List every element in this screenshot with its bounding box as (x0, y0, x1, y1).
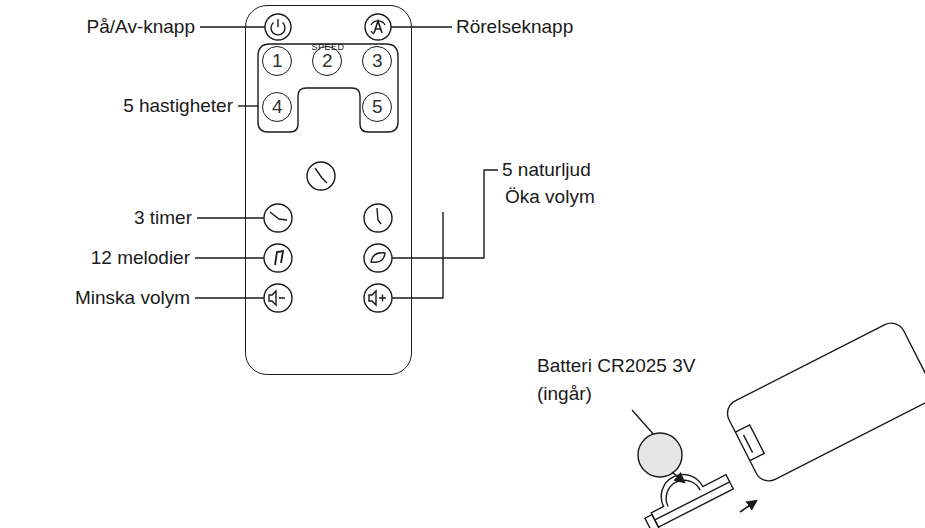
battery-label: (ingår) (537, 383, 592, 405)
insert-arrow (740, 501, 756, 512)
volume-down-button (264, 284, 292, 312)
speaker-icon (369, 291, 386, 305)
battery-holder (634, 455, 734, 528)
speed-button: 4 (262, 92, 292, 122)
button-number: 3 (372, 51, 383, 71)
volume-up-button (364, 284, 392, 312)
speed-button: 3 (362, 46, 392, 76)
button-number: 1 (272, 51, 283, 71)
leader-line (197, 217, 264, 218)
button-number: 5 (372, 97, 383, 117)
timer-button (264, 204, 292, 232)
speed-button: 1 (262, 46, 292, 76)
leader-line (392, 212, 443, 298)
callout-label: Minska volym (75, 287, 190, 309)
timer-button (364, 204, 392, 232)
leader-line (195, 297, 264, 298)
battery (638, 433, 682, 477)
callout-label: 3 timer (134, 207, 192, 229)
leader-line (238, 105, 258, 106)
nature-button (364, 244, 392, 272)
button-number: 2 (322, 51, 333, 71)
speed-button: 2 (312, 46, 342, 76)
motion-icon (371, 31, 374, 34)
melody-button (264, 244, 292, 272)
timer-icon (315, 168, 327, 183)
callout-label: 5 hastigheter (123, 95, 233, 117)
speaker-icon (269, 291, 285, 305)
callout-label: På/Av-knapp (87, 16, 195, 38)
leader-line (632, 410, 655, 436)
motion-icon (374, 21, 382, 33)
leader-line (200, 26, 265, 27)
speed-group-outline (258, 44, 398, 132)
power-icon (277, 19, 278, 27)
timer-button (307, 162, 335, 190)
battery-label: Batteri CR2025 3V (537, 355, 695, 377)
speed-button: 5 (362, 92, 392, 122)
callout-label: 5 naturljud (502, 159, 591, 181)
leader-line (195, 257, 264, 258)
motion-button (365, 14, 391, 40)
leader-line (392, 170, 498, 258)
callout-label: 12 melodier (91, 247, 190, 269)
timer-icon (270, 212, 287, 220)
callout-label: Öka volym (505, 186, 595, 208)
note-icon (275, 251, 283, 265)
leader-line (391, 26, 452, 27)
remote-body: SPEED12345 (245, 5, 412, 375)
leaf-icon (371, 253, 385, 263)
insert-arrow (672, 472, 684, 482)
callout-label: Rörelseknapp (456, 16, 573, 38)
remote-back (723, 318, 925, 485)
button-number: 4 (272, 97, 283, 117)
timer-icon (377, 208, 381, 224)
power-button (265, 14, 291, 40)
